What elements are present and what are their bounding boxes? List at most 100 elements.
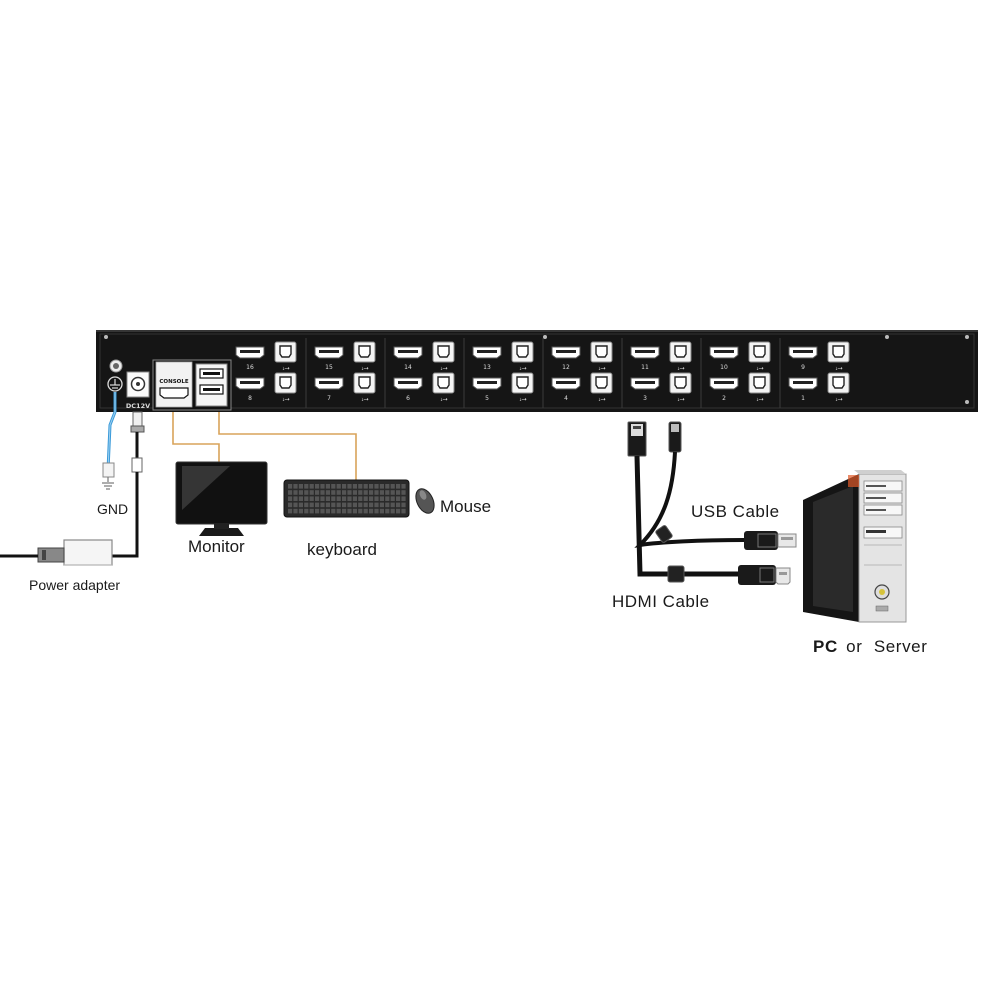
port-group-3: 3⭏→ — [630, 372, 692, 403]
port-number-label: 8 — [248, 395, 252, 402]
keyboard-key — [379, 490, 384, 495]
power-adapter-icon — [0, 539, 113, 566]
usb-cable-plug — [744, 531, 797, 550]
keyboard-key — [336, 508, 341, 514]
keyboard-key — [363, 502, 368, 508]
keyboard-key — [298, 502, 303, 508]
usb-symbol-icon: ⭏→ — [677, 365, 684, 372]
hdmi-port-9 — [788, 346, 818, 359]
keyboard-key — [298, 484, 303, 489]
usb-symbol-icon: ⭏→ — [835, 365, 842, 372]
hdmi-port-7 — [314, 377, 344, 390]
port-group-9: 9⭏→ — [788, 341, 850, 372]
port-group-4: 4⭏→ — [551, 372, 613, 403]
keyboard-key — [320, 484, 325, 489]
keyboard-key — [363, 490, 368, 495]
gnd-wire — [106, 392, 117, 471]
server-label: Server — [873, 637, 928, 656]
dc-power-cable — [112, 411, 145, 558]
keyboard-key — [374, 490, 379, 495]
usb-symbol-icon: ⭏→ — [756, 396, 763, 403]
console-hdmi-wire — [172, 412, 220, 462]
dc-jack-label: DC12V — [126, 402, 150, 410]
keyboard-key — [293, 490, 298, 495]
pc-or-server-label: PC or Server — [813, 637, 930, 657]
keyboard-key — [369, 502, 374, 508]
keyboard-key — [293, 496, 298, 501]
keyboard-key — [288, 490, 293, 495]
keyboard-key — [320, 490, 325, 495]
hdmi-port-2 — [709, 377, 739, 390]
port-number-label: 4 — [564, 395, 568, 402]
keyboard-key — [304, 484, 309, 489]
keyboard-key — [325, 502, 330, 508]
port-group-11: 11⭏→ — [630, 341, 692, 372]
keyboard-key — [401, 496, 406, 501]
keyboard-key — [374, 508, 379, 514]
keyboard-key — [342, 484, 347, 489]
usb-symbol-icon: ⭏→ — [835, 396, 842, 403]
keyboard-key — [352, 508, 357, 514]
keyboard-key — [309, 490, 314, 495]
usb-b-port-14 — [432, 341, 455, 363]
port-number-label: 7 — [327, 395, 331, 402]
keyboard-key — [309, 496, 314, 501]
or-label: or — [846, 637, 863, 656]
keyboard-key — [320, 502, 325, 508]
hdmi-port-10 — [709, 346, 739, 359]
keyboard-key — [347, 502, 352, 508]
keyboard-key — [331, 496, 336, 501]
hdmi-cable-plug — [738, 565, 791, 585]
mouse-label: Mouse — [440, 497, 492, 516]
keyboard-key — [342, 490, 347, 495]
console-label: CONSOLE — [159, 379, 188, 385]
usb-symbol-icon: ⭏→ — [440, 365, 447, 372]
usb-b-port-16 — [274, 341, 297, 363]
usb-symbol-icon: ⭏→ — [282, 365, 289, 372]
console-hdmi-port — [159, 387, 189, 399]
keyboard-key — [315, 490, 320, 495]
keyboard-key — [396, 502, 401, 508]
hdmi-cable-label: HDMI Cable — [612, 592, 710, 611]
hdmi-port-11 — [630, 346, 660, 359]
keyboard-key — [385, 490, 390, 495]
usb-b-port-15 — [353, 341, 376, 363]
port-group-15: 15⭏→ — [314, 341, 376, 372]
port-groups: 16⭏→15⭏→14⭏→13⭏→12⭏→11⭏→10⭏→9⭏→8⭏→7⭏→6⭏→… — [235, 341, 850, 403]
port-group-6: 6⭏→ — [393, 372, 455, 403]
keyboard-key — [347, 484, 352, 489]
port-group-7: 7⭏→ — [314, 372, 376, 403]
console-usb-wire — [218, 412, 357, 480]
usb-b-port-5 — [511, 372, 534, 394]
ground-symbol-icon — [107, 376, 123, 392]
keyboard-key — [379, 484, 384, 489]
keyboard-key — [369, 496, 374, 501]
keyboard-key — [336, 484, 341, 489]
keyboard-key — [325, 496, 330, 501]
keyboard-key — [331, 502, 336, 508]
hdmi-port-16 — [235, 346, 265, 359]
usb-b-port-7 — [353, 372, 376, 394]
port-number-label: 14 — [404, 364, 412, 371]
usb-symbol-icon: ⭏→ — [282, 396, 289, 403]
hdmi-port-4 — [551, 377, 581, 390]
power-adapter-label: Power adapter — [29, 577, 121, 593]
port-number-label: 13 — [483, 364, 491, 371]
monitor-label: Monitor — [188, 537, 245, 556]
hdmi-usb-cable — [627, 421, 745, 583]
port-number-label: 3 — [643, 395, 647, 402]
port-group-14: 14 ⭏→ — [393, 341, 455, 372]
keyboard-key — [352, 490, 357, 495]
keyboard-key — [358, 496, 363, 501]
port-group-12: 12⭏→ — [551, 341, 613, 372]
keyboard-key — [309, 508, 314, 514]
keyboard-key — [401, 502, 406, 508]
keyboard-key — [401, 490, 406, 495]
keyboard-key — [396, 490, 401, 495]
port-number-label: 16 — [246, 364, 254, 371]
port-number-label: 6 — [406, 395, 410, 402]
keyboard-key — [293, 502, 298, 508]
keyboard-key — [315, 508, 320, 514]
usb-b-port-6 — [432, 372, 455, 394]
console-usb-ports — [195, 363, 228, 407]
